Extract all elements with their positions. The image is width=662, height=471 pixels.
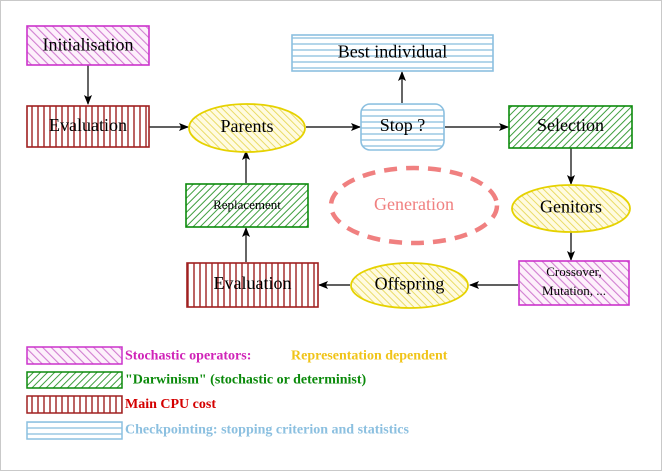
node-stop-label: Stop ? [380, 115, 426, 135]
legend-swatch-red-vertical [26, 395, 123, 414]
legend-row-checkpointing: Checkpointing: stopping criterion and st… [26, 421, 409, 440]
generation-dashed-ellipse [328, 165, 500, 246]
node-evaluation-bottom-label: Evaluation [214, 273, 292, 293]
node-generation-group: Generation [328, 165, 500, 246]
node-parents[interactable]: Parents [188, 103, 306, 153]
node-initialisation[interactable]: Initialisation [26, 25, 150, 66]
node-offspring-label: Offspring [375, 274, 445, 294]
legend-swatch-magenta-hatch [26, 346, 123, 365]
node-parents-label: Parents [221, 116, 274, 136]
legend-row-stochastic-operators: Stochastic operators: Representation dep… [26, 346, 448, 365]
node-replacement-label: Replacement [213, 197, 281, 212]
node-best-individual-label: Best individual [338, 42, 448, 62]
legend-label-main-cpu-cost: Main CPU cost [125, 397, 216, 412]
legend-label-stochastic-operators: Stochastic operators: [125, 349, 251, 364]
node-stop[interactable]: Stop ? [360, 103, 445, 151]
node-selection-label: Selection [537, 115, 604, 135]
legend-label-checkpointing: Checkpointing: stopping criterion and st… [125, 423, 409, 438]
node-generation-label: Generation [374, 194, 454, 214]
legend-label-darwinism: "Darwinism" (stochastic or determinist) [125, 373, 367, 388]
node-crossover-label-line2: Mutation, ... [542, 283, 606, 298]
node-replacement[interactable]: Replacement [185, 183, 309, 228]
legend: Stochastic operators: Representation dep… [26, 346, 448, 440]
legend-swatch-green-hatch [26, 371, 123, 389]
node-initialisation-label: Initialisation [43, 35, 134, 55]
node-crossover-label-line1: Crossover, [546, 264, 601, 279]
node-selection[interactable]: Selection [508, 105, 633, 149]
node-genitors[interactable]: Genitors [511, 184, 631, 233]
node-genitors-label: Genitors [540, 197, 602, 217]
legend-label-representation-dependent: Representation dependent [291, 349, 448, 364]
node-evaluation-bottom[interactable]: Evaluation [186, 262, 319, 308]
node-crossover-mutation[interactable]: Crossover, Mutation, ... [518, 260, 630, 306]
legend-swatch-blue-horizontal [26, 421, 123, 440]
legend-row-darwinism: "Darwinism" (stochastic or determinist) [26, 371, 367, 389]
node-evaluation-top[interactable]: Evaluation [26, 105, 150, 148]
node-best-individual[interactable]: Best individual [291, 34, 494, 72]
node-offspring[interactable]: Offspring [350, 262, 469, 309]
node-evaluation-top-label: Evaluation [49, 115, 127, 135]
legend-row-main-cpu-cost: Main CPU cost [26, 395, 216, 414]
